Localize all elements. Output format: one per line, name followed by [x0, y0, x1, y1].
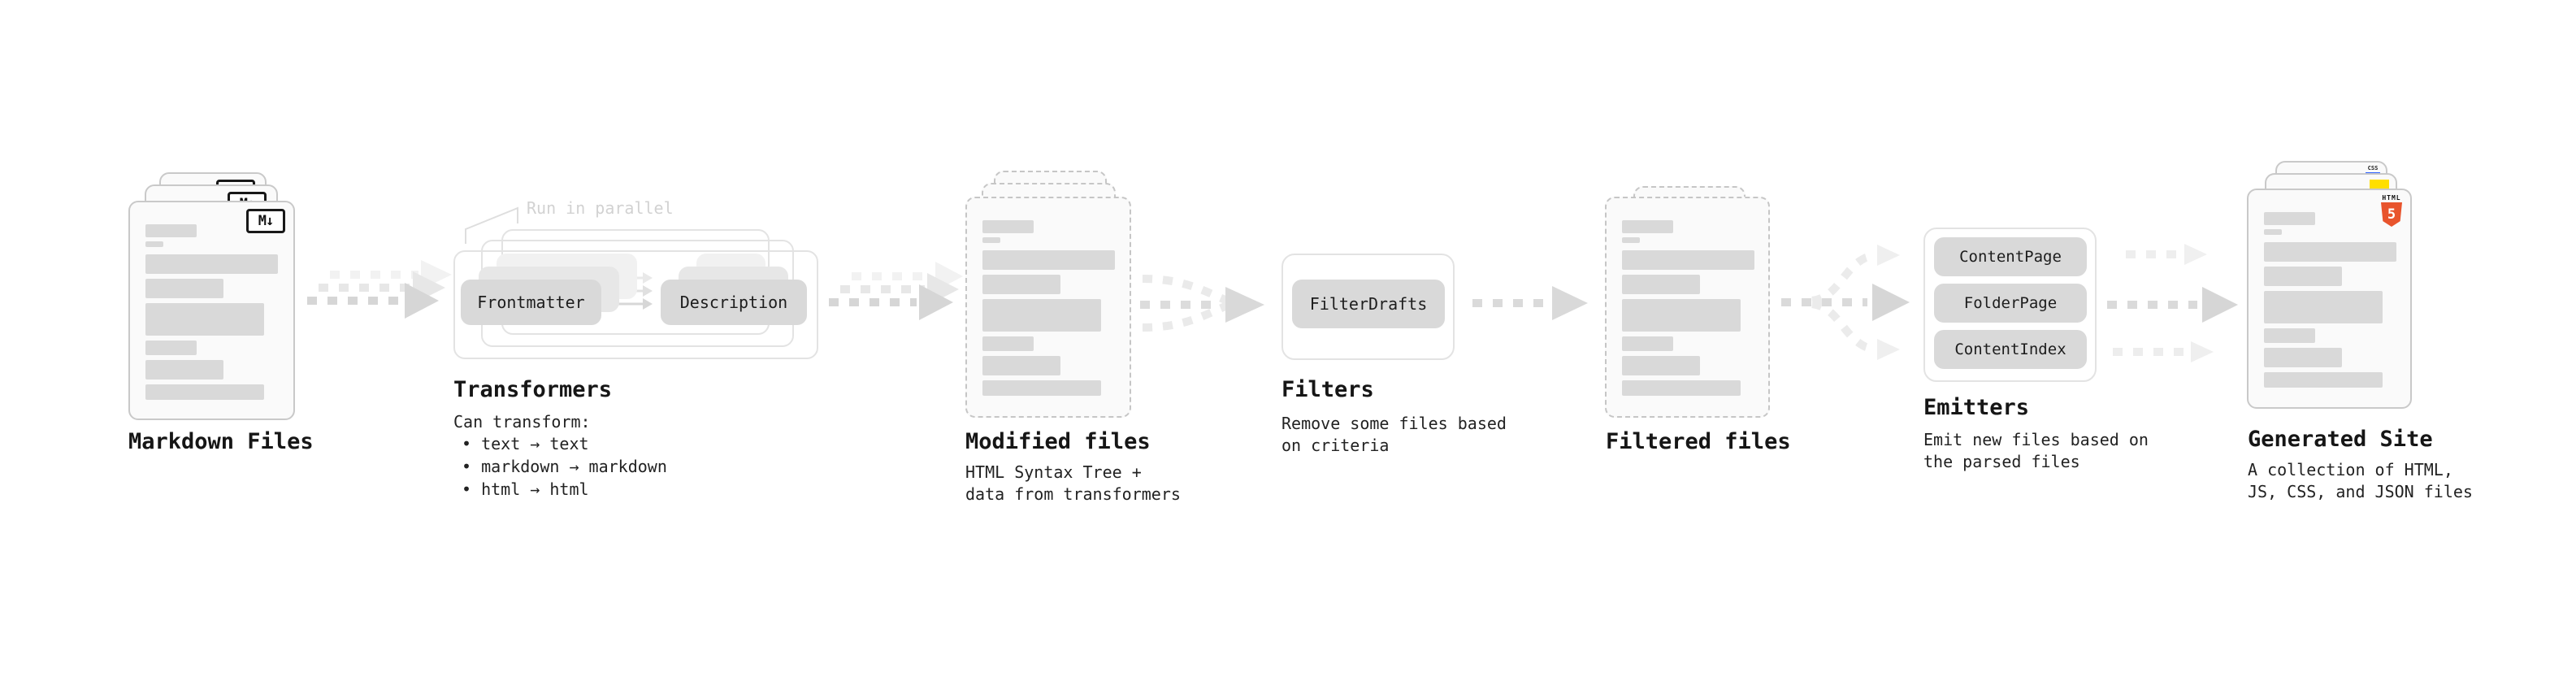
frontmatter-node[interactable]: Frontmatter — [461, 280, 601, 325]
placeholder-bar — [2264, 212, 2315, 225]
contentpage-node[interactable]: ContentPage — [1934, 237, 2087, 276]
bullet-line: • markdown → markdown — [462, 457, 667, 476]
desc-line: JS, CSS, and JSON files — [2248, 482, 2473, 501]
arrow-filters-to-filtered — [1472, 286, 1588, 320]
placeholder-bar — [1622, 356, 1700, 375]
css-icon-label: CSS — [2367, 165, 2379, 171]
folderpage-node[interactable]: FolderPage — [1934, 284, 2087, 323]
filters-desc: Remove some files based on criteria — [1281, 413, 1507, 457]
filtered-files-label: Filtered files — [1606, 429, 1791, 454]
transformers-bullets: • text → text • markdown → markdown • ht… — [462, 432, 667, 501]
transformers-desc-heading: Can transform: — [453, 412, 591, 432]
html5-icon-label: HTML — [2382, 194, 2401, 202]
generated-doc-html: HTML 5 — [2247, 189, 2412, 409]
emitters-label: Emitters — [1923, 395, 2030, 420]
modified-files-label: Modified files — [965, 429, 1151, 454]
description-node[interactable]: Description — [661, 280, 807, 325]
placeholder-bar — [1622, 275, 1700, 294]
placeholder-bar — [145, 279, 223, 298]
placeholder-bar — [145, 224, 197, 237]
placeholder-bar — [982, 356, 1060, 375]
placeholder-bar — [145, 241, 163, 247]
filterdrafts-node[interactable]: FilterDrafts — [1292, 280, 1445, 328]
placeholder-bar — [2264, 291, 2383, 323]
placeholder-bar — [145, 384, 264, 400]
placeholder-bar — [2264, 267, 2342, 286]
arrow-filtered-to-emitters — [1781, 245, 1910, 360]
contentindex-node[interactable]: ContentIndex — [1934, 330, 2087, 369]
placeholder-bar — [1622, 220, 1673, 233]
desc-line: data from transformers — [965, 484, 1181, 504]
transformers-label: Transformers — [453, 377, 613, 402]
placeholder-bar — [982, 275, 1060, 294]
html5-icon-shield: 5 — [2381, 202, 2402, 227]
emitters-frame — [1923, 228, 2097, 382]
filtered-doc-front — [1605, 197, 1770, 418]
desc-line: Emit new files based on — [1923, 430, 2149, 449]
placeholder-bar — [2264, 372, 2383, 388]
placeholder-bar — [1622, 336, 1673, 351]
emitters-desc: Emit new files based on the parsed files — [1923, 429, 2149, 473]
placeholder-bar — [982, 237, 1000, 243]
placeholder-bar — [2264, 229, 2282, 235]
placeholder-bar — [145, 303, 264, 336]
markdown-files-label: Markdown Files — [128, 429, 314, 454]
filters-label: Filters — [1281, 377, 1374, 402]
html5-icon-number: 5 — [2387, 206, 2396, 223]
filters-frame — [1281, 254, 1455, 360]
placeholder-bar — [982, 250, 1115, 270]
transformer-frame-front — [453, 250, 818, 359]
placeholder-bar — [982, 336, 1034, 351]
modified-files-desc: HTML Syntax Tree + data from transformer… — [965, 462, 1181, 505]
generated-site-label: Generated Site — [2248, 427, 2433, 452]
arrow-markdown-to-transformers — [307, 260, 452, 319]
placeholder-bar — [145, 360, 223, 380]
modified-doc-front — [965, 197, 1131, 418]
placeholder-bar — [982, 299, 1101, 332]
placeholder-bar — [2264, 328, 2315, 343]
placeholder-bar — [145, 340, 197, 355]
desc-line: HTML Syntax Tree + — [965, 462, 1142, 482]
bullet-line: • text → text — [462, 434, 589, 453]
placeholder-bar — [1622, 380, 1741, 396]
desc-line: Remove some files based — [1281, 414, 1507, 433]
desc-line: the parsed files — [1923, 452, 2080, 471]
generated-site-desc: A collection of HTML, JS, CSS, and JSON … — [2248, 459, 2473, 503]
placeholder-bar — [2264, 242, 2396, 262]
arrow-emitters-to-generated — [2107, 244, 2238, 362]
arrow-modified-to-filters — [1140, 275, 1264, 332]
run-in-parallel-callout-line — [465, 206, 518, 244]
run-in-parallel-annotation: Run in parallel — [527, 198, 674, 218]
desc-line: on criteria — [1281, 436, 1390, 455]
placeholder-bar — [982, 220, 1034, 233]
bullet-line: • html → html — [462, 479, 589, 499]
placeholder-bar — [982, 380, 1101, 396]
desc-line: A collection of HTML, — [2248, 460, 2453, 479]
markdown-doc-front: M↓ — [128, 201, 295, 420]
js-icon — [2370, 180, 2389, 189]
placeholder-bar — [145, 254, 278, 274]
arrow-transformers-to-modified — [829, 262, 963, 320]
markdown-icon: M↓ — [246, 209, 285, 233]
placeholder-bar — [1622, 250, 1754, 270]
placeholder-bar — [1622, 299, 1741, 332]
placeholder-bar — [2264, 348, 2342, 367]
html5-icon: HTML 5 — [2379, 194, 2404, 227]
placeholder-bar — [1622, 237, 1640, 243]
